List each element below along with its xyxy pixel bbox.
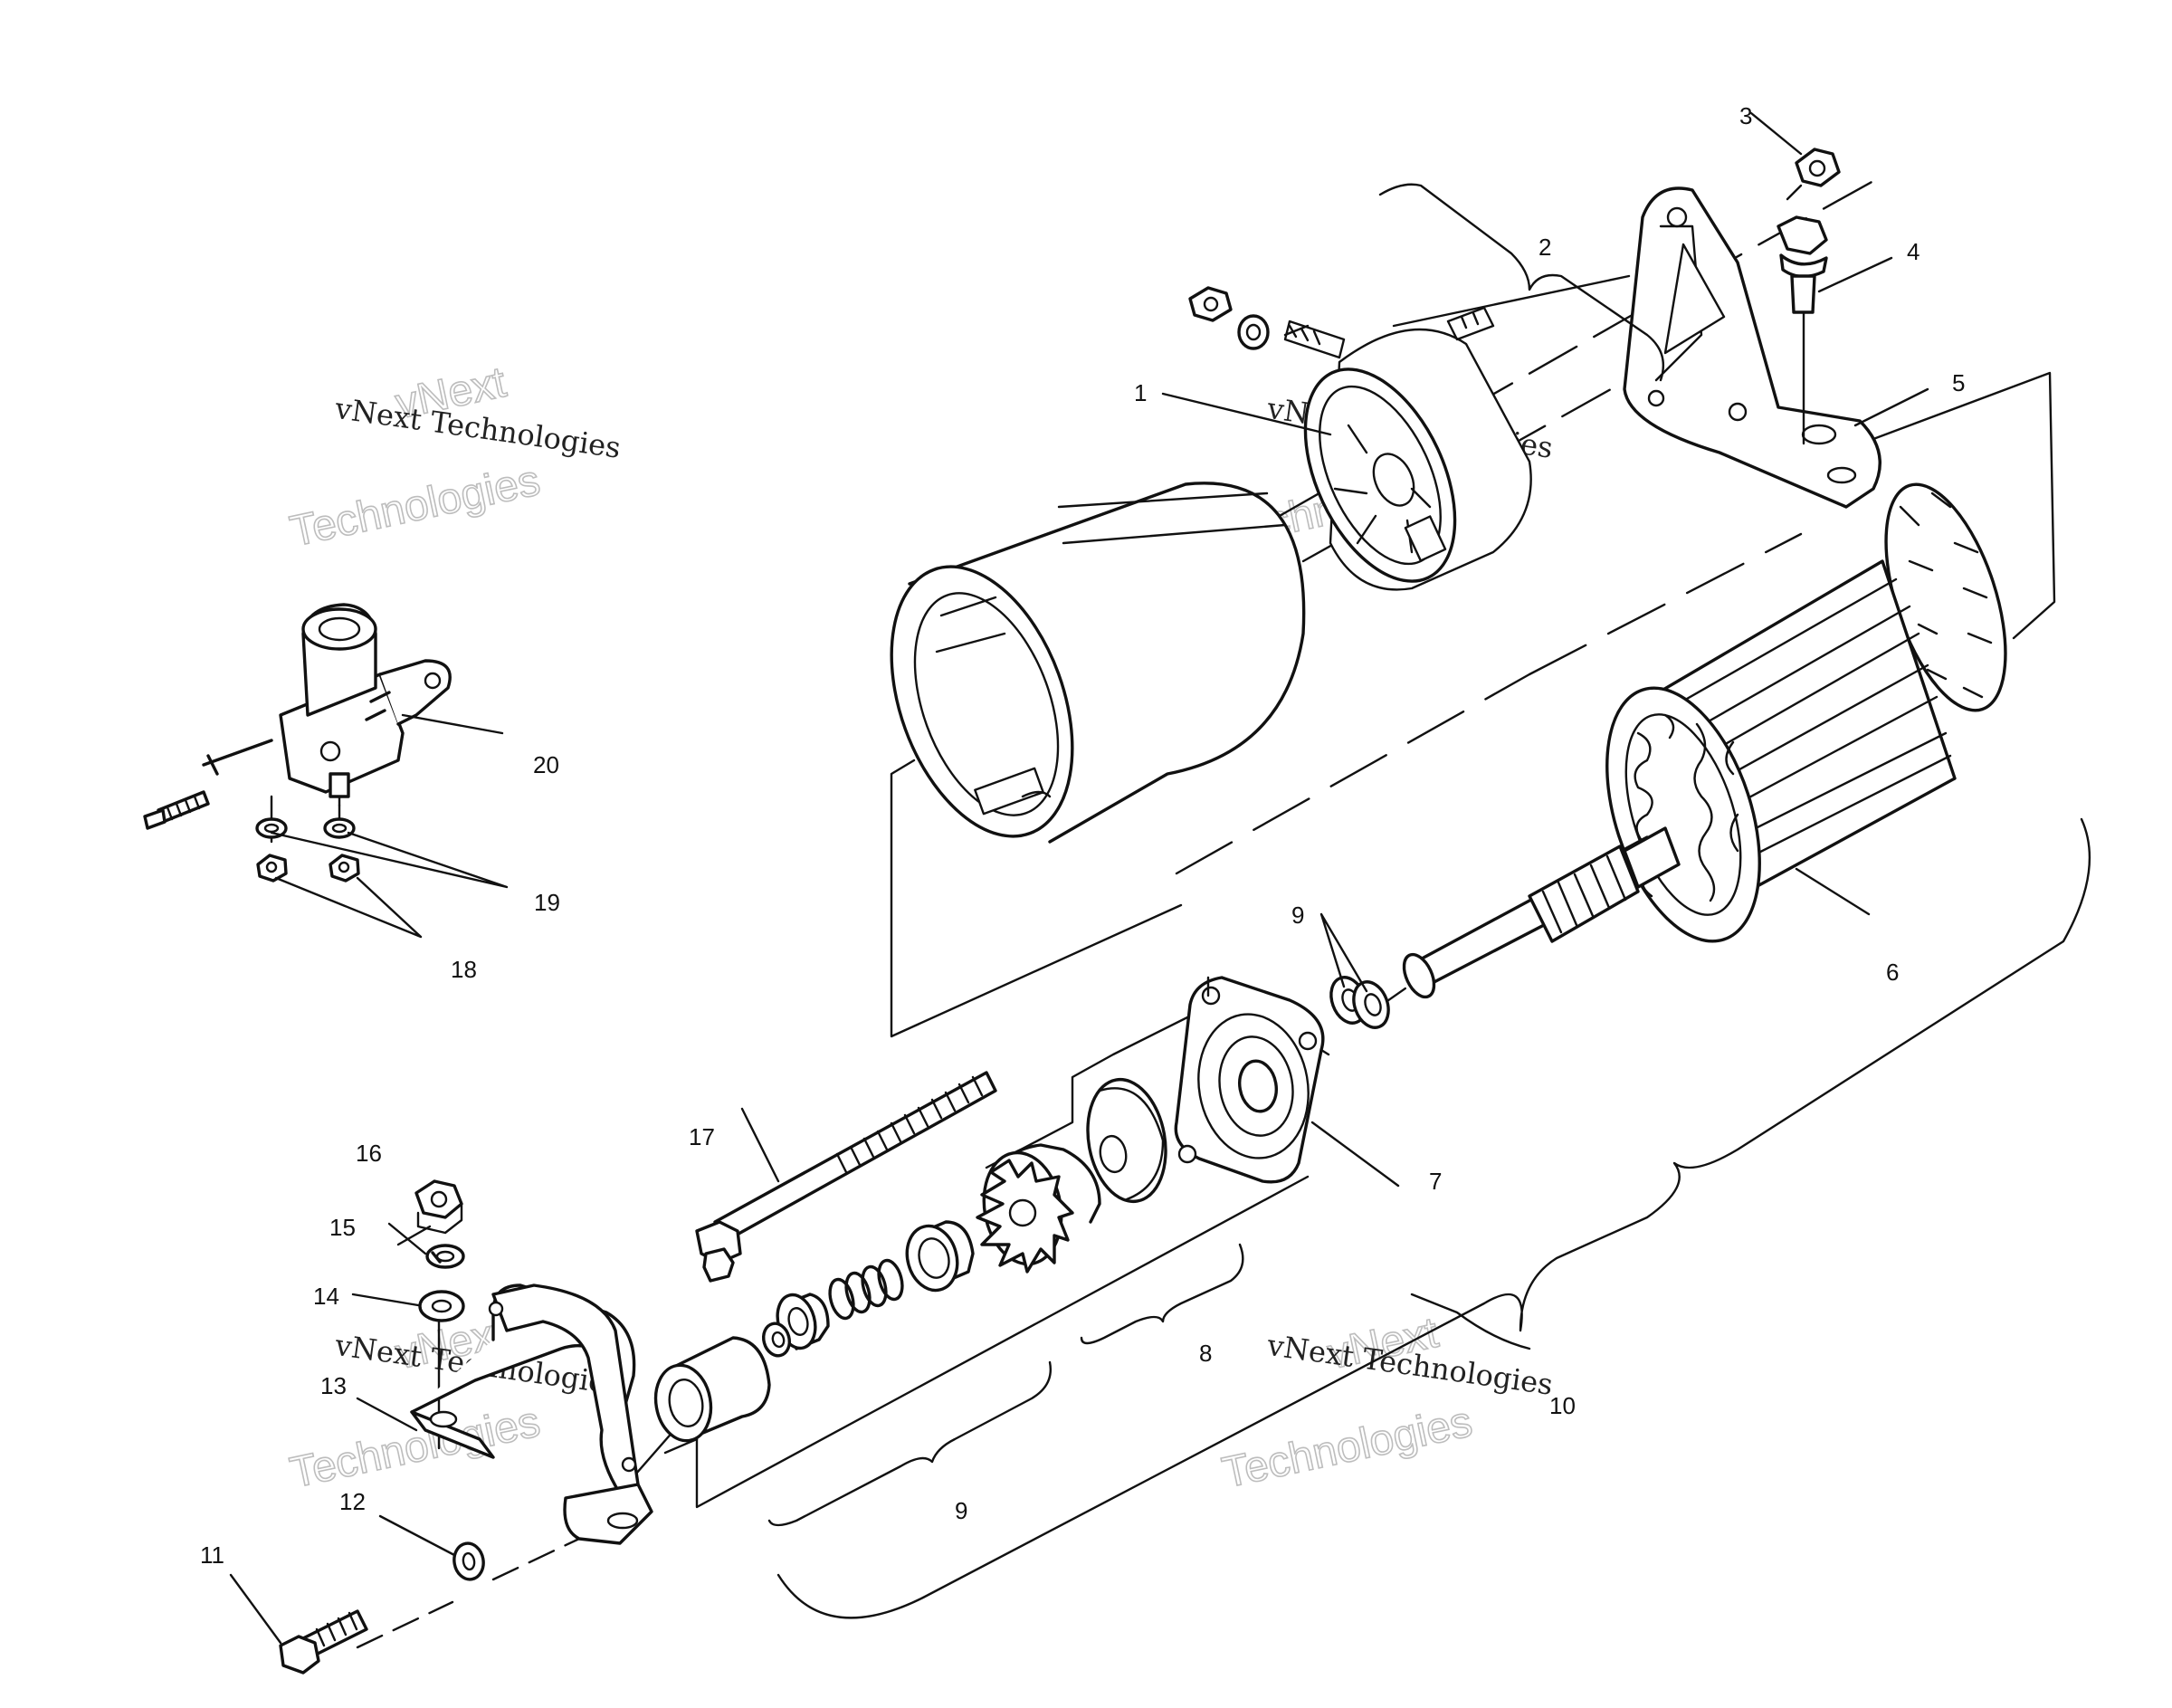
watermark-top-left: vNext vNext Technologies Technologies [285, 358, 623, 557]
brace-6-10 [776, 817, 2091, 1619]
brace-9-lower [767, 1360, 1052, 1527]
part-bolt-4 [1777, 215, 1828, 445]
part-drive-sleeve [905, 1220, 975, 1293]
part-lock-washer-15 [425, 1244, 465, 1269]
leader-lines [229, 111, 1929, 1645]
part-washers-9 [1329, 976, 1390, 1029]
brace-2 [1378, 183, 1665, 382]
part-through-bolt [695, 1071, 997, 1283]
callout-3: 3 [1739, 102, 1752, 129]
part-drive-end-plate [1174, 976, 1330, 1184]
callout-20: 20 [533, 751, 559, 778]
part-bolt-11 [279, 1609, 368, 1675]
callout-14: 14 [313, 1283, 339, 1310]
callout-5: 5 [1952, 369, 1965, 396]
axis-bolt-bracket [356, 1537, 581, 1649]
callout-labels: 1 2 3 4 5 6 7 8 9 9 10 11 12 13 14 15 16… [200, 102, 1965, 1569]
callout-9-top: 9 [1291, 902, 1304, 929]
callout-19: 19 [534, 889, 560, 916]
frame-lower [695, 1175, 1310, 1509]
part-lock-washer-12 [452, 1541, 485, 1581]
frame-left [890, 759, 1183, 1038]
part-nut-3 [1786, 148, 1841, 201]
callout-1: 1 [1134, 379, 1147, 406]
watermark-bottom-center: vNext vNext Technologies Technologies [1217, 1308, 1555, 1498]
part-drive-cup [1086, 1077, 1167, 1204]
part-spring [828, 1258, 904, 1321]
callout-4: 4 [1907, 238, 1920, 265]
callout-8: 8 [1199, 1340, 1212, 1367]
part-armature [1402, 482, 2007, 999]
part-lower-bracket [410, 1283, 653, 1545]
part-bushing [653, 1336, 771, 1443]
callout-15: 15 [329, 1214, 356, 1241]
brace-8 [1080, 1243, 1244, 1345]
part-flat-washer-14 [418, 1290, 465, 1322]
callout-16: 16 [356, 1140, 382, 1167]
watermark-word: Technologies [1218, 1398, 1476, 1497]
callout-13: 13 [320, 1372, 347, 1399]
callout-17: 17 [689, 1123, 715, 1150]
part-mount-bracket [1623, 186, 1881, 509]
axis-nut-top [1283, 274, 1631, 337]
brace-10-right [1410, 1293, 1531, 1350]
callout-18: 18 [451, 956, 477, 983]
part-nut-16 [414, 1179, 463, 1235]
part-solenoid [143, 603, 452, 844]
part-cap-nut-washer [1188, 286, 1270, 350]
callout-9-bottom: 9 [955, 1497, 967, 1524]
part-end-cap [1283, 306, 1532, 591]
part-pinion-gear [976, 1143, 1101, 1274]
callout-7: 7 [1429, 1168, 1442, 1195]
callout-10: 10 [1549, 1392, 1576, 1419]
part-field-housing [890, 482, 1306, 844]
callout-11: 11 [200, 1541, 224, 1569]
axis-dash-center [1175, 532, 1803, 875]
callout-2: 2 [1538, 234, 1551, 261]
part-snap-ring [761, 1322, 792, 1358]
callout-6: 6 [1886, 959, 1899, 986]
frame-upper-right [1872, 371, 2056, 640]
callout-12: 12 [339, 1488, 366, 1515]
frame-upper-step [985, 1007, 1205, 1169]
part-solenoid-nuts [256, 854, 360, 883]
part-solenoid-washers [255, 817, 356, 839]
watermark-word: Technologies [286, 456, 544, 556]
